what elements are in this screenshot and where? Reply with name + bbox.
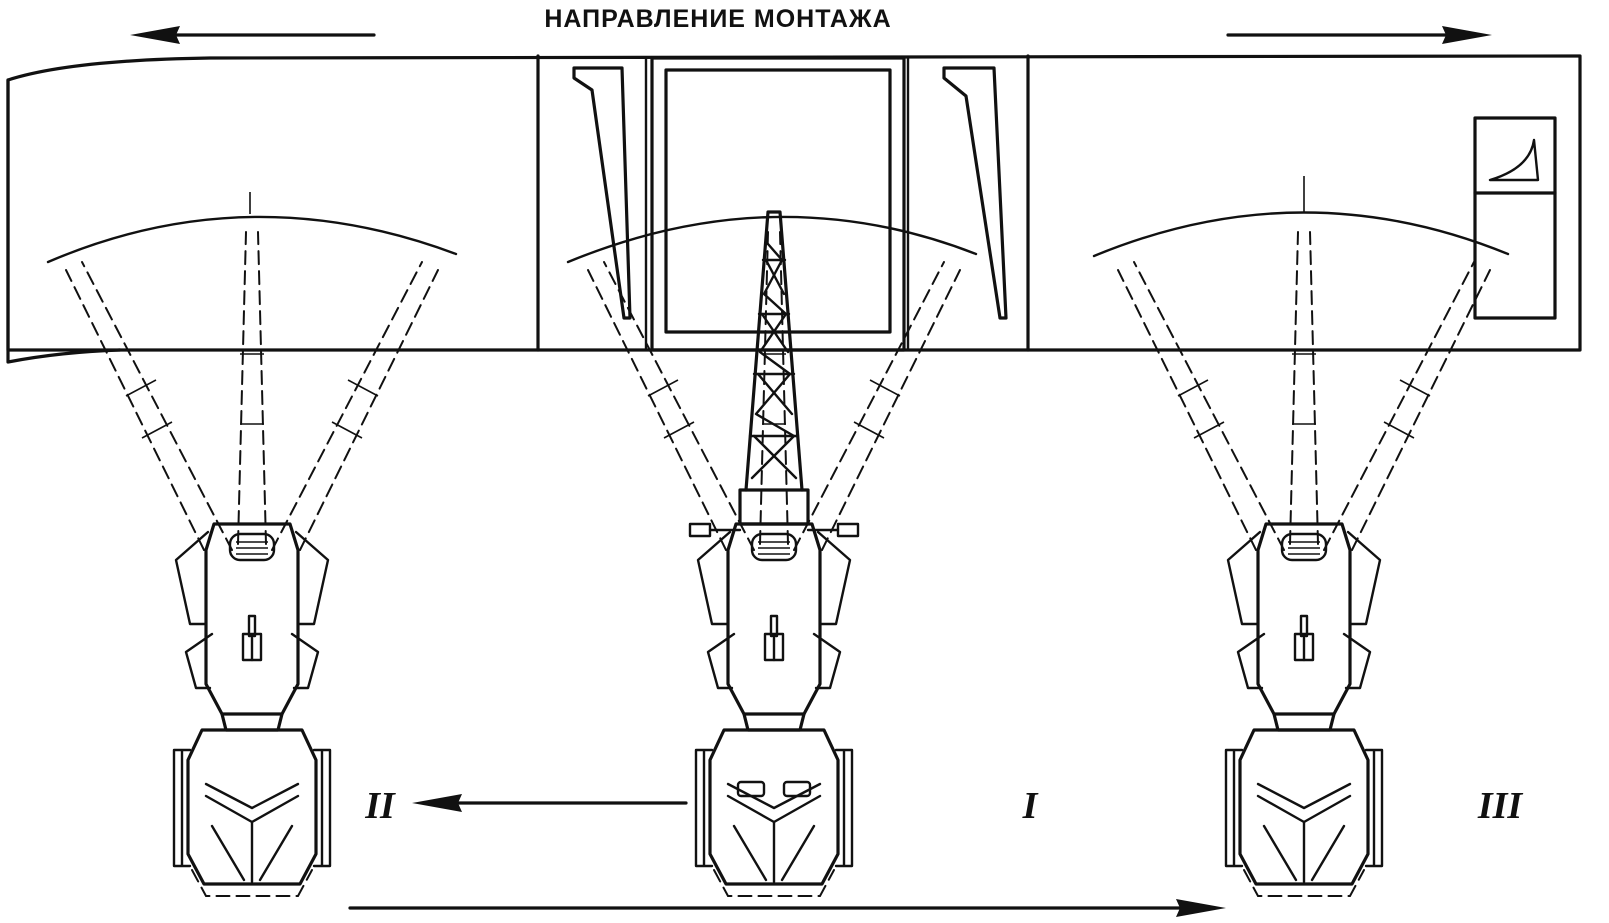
crane-position-3 bbox=[1117, 231, 1491, 898]
arrow-right-top bbox=[1226, 26, 1492, 44]
installed-panel-bay bbox=[572, 56, 1008, 352]
position-label-1: I bbox=[1022, 785, 1039, 827]
position-label-2: II bbox=[364, 785, 396, 827]
travel-arrow-to-position-3 bbox=[348, 899, 1226, 917]
arrow-left-top bbox=[130, 26, 376, 44]
slewing-arc-left bbox=[46, 215, 458, 264]
crane-position-1 bbox=[587, 210, 961, 898]
slewing-arc-centre bbox=[566, 215, 978, 264]
mounting-direction-title: НАПРАВЛЕНИЕ МОНТАЖА bbox=[544, 5, 891, 33]
slewing-arc-right bbox=[1092, 211, 1510, 258]
position-label-3: III bbox=[1477, 785, 1524, 827]
travel-arrow-to-position-2 bbox=[412, 794, 688, 812]
lattice-boom bbox=[688, 210, 860, 538]
pending-panel-element bbox=[1473, 116, 1557, 320]
